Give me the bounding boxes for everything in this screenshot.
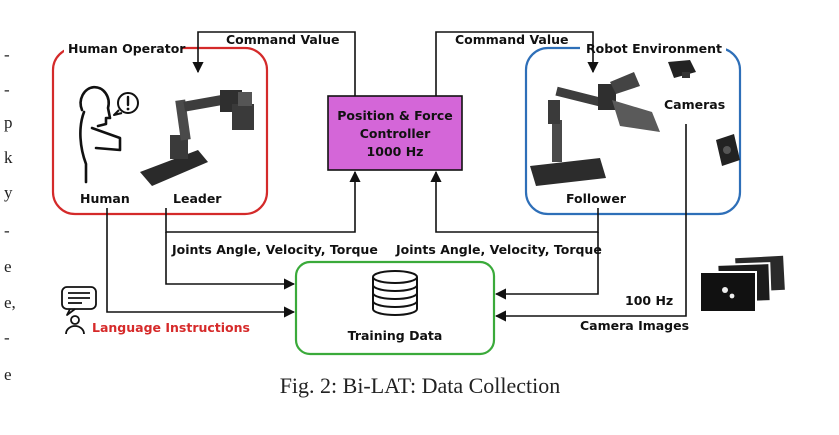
robot-environment-label: Robot Environment bbox=[586, 41, 722, 56]
command-value-left-arrow bbox=[192, 31, 356, 96]
follower-robot-image bbox=[530, 72, 660, 186]
robot-environment-label-bg bbox=[580, 40, 726, 56]
language-instructions-label: Language Instructions bbox=[92, 320, 250, 335]
margin-line-7: e bbox=[4, 257, 12, 276]
training-data-label: Training Data bbox=[348, 328, 443, 343]
joints-right-to-controller-arrow bbox=[430, 170, 599, 233]
controller-line-3: 1000 Hz bbox=[367, 144, 424, 159]
joints-left-to-controller-arrow bbox=[165, 170, 361, 233]
database-icon bbox=[372, 270, 418, 316]
joints-left-label: Joints Angle, Velocity, Torque bbox=[171, 242, 378, 257]
leader-robot-image bbox=[140, 90, 254, 186]
command-value-left-label: Command Value bbox=[226, 32, 340, 47]
margin-line-8: e, bbox=[4, 293, 16, 312]
alert-bubble-icon bbox=[113, 92, 139, 116]
joints-right-label: Joints Angle, Velocity, Torque bbox=[395, 242, 602, 257]
leader-label: Leader bbox=[173, 191, 222, 206]
margin-line-9: - bbox=[4, 328, 10, 347]
controller-line-2: Controller bbox=[360, 126, 431, 141]
figure-caption: Fig. 2: Bi-LAT: Data Collection bbox=[280, 373, 561, 398]
side-camera-icon bbox=[716, 134, 740, 166]
margin-line-4: k bbox=[4, 148, 13, 167]
margin-line-1: - bbox=[4, 45, 10, 64]
command-value-right-arrow bbox=[435, 31, 599, 96]
joints-right-to-training-arrow bbox=[494, 232, 599, 300]
human-label: Human bbox=[80, 191, 130, 206]
controller-box bbox=[327, 95, 463, 171]
camera-images-stack bbox=[699, 253, 787, 313]
margin-line-3: p bbox=[4, 113, 13, 132]
camera-images-label: Camera Images bbox=[580, 318, 689, 333]
margin-line-2: - bbox=[4, 80, 10, 99]
human-figure-icon bbox=[79, 85, 122, 184]
command-value-right-label: Command Value bbox=[455, 32, 569, 47]
margin-text-column: - - p k y - e e, - e bbox=[4, 45, 16, 384]
language-instructions-icon bbox=[61, 286, 97, 335]
human-operator-label: Human Operator bbox=[68, 41, 186, 56]
joints-left-to-training-arrow bbox=[165, 232, 296, 290]
training-data-box bbox=[294, 260, 496, 356]
margin-line-5: y bbox=[4, 183, 13, 202]
human-to-training-arrow bbox=[106, 208, 296, 318]
cameras-label: Cameras bbox=[664, 97, 725, 112]
human-operator-label-bg bbox=[64, 40, 182, 56]
controller-line-1: Position & Force bbox=[337, 108, 453, 123]
margin-line-6: - bbox=[4, 221, 10, 240]
follower-label: Follower bbox=[566, 191, 627, 206]
camera-to-training-arrow bbox=[494, 124, 687, 322]
margin-line-10: e bbox=[4, 365, 12, 384]
human-operator-box bbox=[51, 46, 269, 216]
hz-100-label: 100 Hz bbox=[625, 293, 673, 308]
top-camera-icon bbox=[668, 60, 696, 78]
